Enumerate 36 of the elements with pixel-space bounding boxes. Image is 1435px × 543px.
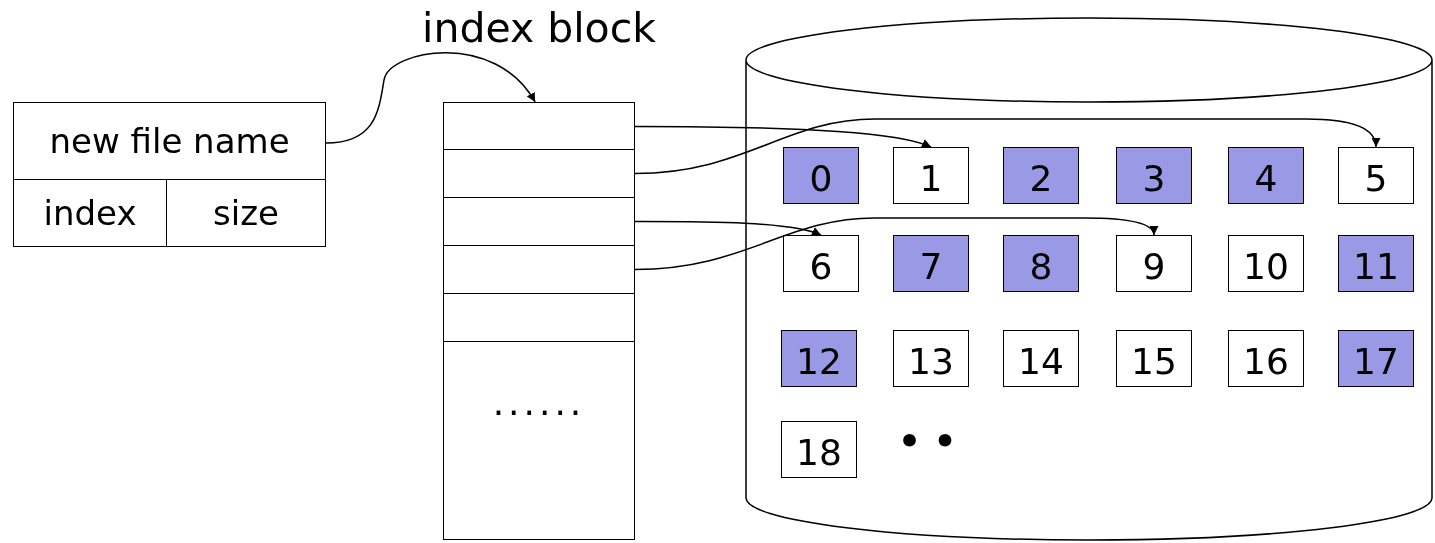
disk-block: 1: [893, 147, 969, 204]
disk-block: 17: [1338, 330, 1414, 387]
disk-block: 7: [893, 235, 969, 292]
arrow: [634, 217, 1157, 271]
index-row: [443, 197, 635, 246]
ellipsis-text: • •: [898, 420, 957, 464]
index-row: [443, 293, 635, 342]
disk-block: 18: [781, 421, 857, 478]
disk-block: 14: [1003, 330, 1079, 387]
disk-block: 0: [783, 147, 859, 204]
disk-block: 9: [1116, 235, 1192, 292]
disk-block: 8: [1003, 235, 1079, 292]
index-row: ......: [443, 341, 635, 540]
table-cell: index: [13, 179, 167, 247]
disk-block: 4: [1228, 147, 1304, 204]
disk-block: 13: [893, 330, 969, 387]
disk-block: 2: [1003, 147, 1079, 204]
arrow: [634, 118, 1380, 175]
index-row: [443, 102, 635, 151]
table-cell: new file name: [13, 102, 326, 180]
block-title: index block: [421, 4, 657, 52]
arrow: [325, 52, 536, 144]
table-cell: size: [166, 179, 326, 247]
disk-cylinder: [745, 18, 1433, 540]
index-row: [443, 245, 635, 294]
index-row: [443, 149, 635, 198]
disk-block: 6: [783, 235, 859, 292]
arrow: [634, 220, 822, 237]
disk-block: 12: [781, 330, 857, 387]
disk-block: 5: [1338, 147, 1414, 204]
disk-block: 16: [1228, 330, 1304, 387]
disk-block: 11: [1338, 235, 1414, 292]
disk-block: 10: [1228, 235, 1304, 292]
disk-block: 15: [1116, 330, 1192, 387]
arrow: [634, 125, 932, 148]
disk-block: 3: [1116, 147, 1192, 204]
